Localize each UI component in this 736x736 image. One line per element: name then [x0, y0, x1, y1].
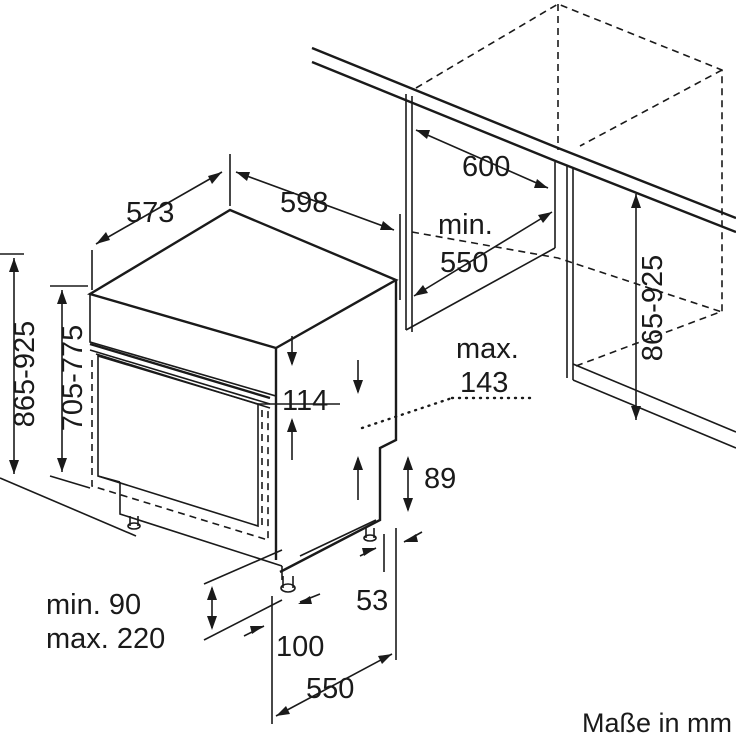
label-plinth-max: max. 220 [46, 623, 165, 655]
label-appliance-height: 705-775 [57, 325, 89, 431]
label-573: 573 [126, 197, 174, 229]
label-max: max. [456, 333, 519, 365]
label-niche-depth-min: min. [438, 209, 493, 241]
label-598: 598 [280, 187, 328, 219]
dishwasher-body [87, 208, 399, 593]
label-total-height: 865-925 [9, 321, 41, 427]
label-550: 550 [306, 673, 354, 705]
label-plinth-min: min. 90 [46, 589, 141, 621]
label-100: 100 [276, 631, 324, 663]
label-114: 114 [282, 385, 328, 417]
label-niche-height: 865-925 [637, 255, 669, 361]
dimension-lines [0, 129, 641, 724]
label-89: 89 [424, 463, 456, 495]
unit-label: Maße in mm [582, 708, 732, 736]
label-niche-depth-550: 550 [440, 247, 488, 279]
label-600: 600 [462, 151, 510, 183]
niche-outline [311, 3, 736, 449]
label-53: 53 [356, 585, 388, 617]
label-143: 143 [460, 367, 508, 399]
